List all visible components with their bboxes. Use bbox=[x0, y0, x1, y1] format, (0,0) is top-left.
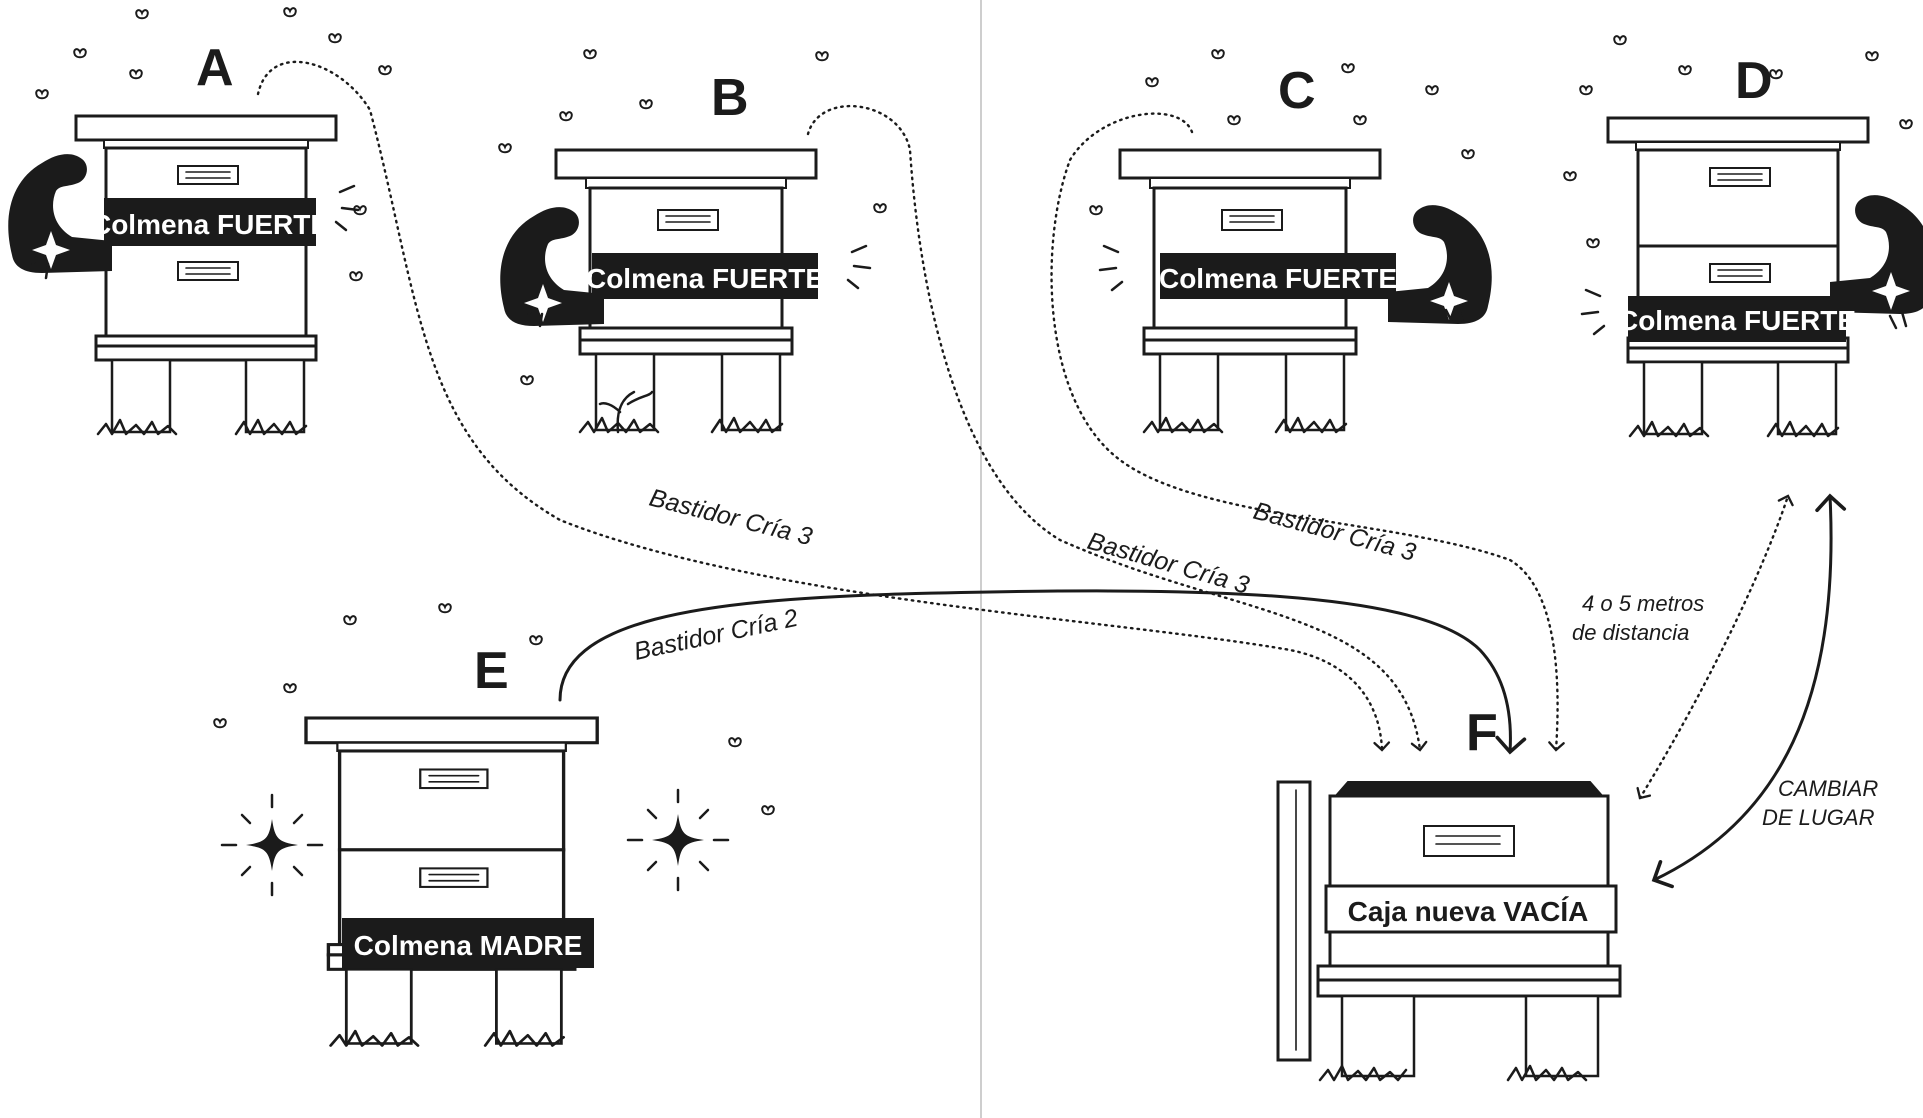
hive-a: A Colmena FUERTE bbox=[8, 39, 360, 436]
swap-arrow bbox=[1651, 493, 1847, 889]
transfer-e-to-f bbox=[558, 589, 1527, 755]
hive-b: B Colmena FUERTE bbox=[500, 69, 872, 434]
hive-c-band-label: Colmena FUERTE bbox=[1159, 263, 1397, 294]
hive-b-band-label: Colmena FUERTE bbox=[586, 263, 824, 294]
hive-e-band-label: Colmena MADRE bbox=[354, 930, 583, 961]
transfer-c-to-f bbox=[1050, 112, 1565, 752]
hive-a-band-label: Colmena FUERTE bbox=[91, 209, 329, 240]
hive-a-band: Colmena FUERTE bbox=[91, 198, 329, 246]
distance-note-line1: 4 o 5 metros bbox=[1582, 591, 1704, 616]
hive-f-band-label: Caja nueva VACÍA bbox=[1348, 896, 1589, 927]
hive-f-letter: F bbox=[1466, 704, 1498, 762]
hive-d: D Colmena FUERTE bbox=[1580, 52, 1923, 438]
hive-e: E Colmena MADRE bbox=[220, 642, 730, 1048]
swap-note-line1: CAMBIAR bbox=[1778, 776, 1878, 801]
transfer-e-label: Bastidor Cría 2 bbox=[631, 604, 800, 666]
hive-d-band: Colmena FUERTE bbox=[1618, 296, 1856, 342]
swap-note-line2: DE LUGAR bbox=[1762, 805, 1875, 830]
hive-b-letter: B bbox=[711, 69, 749, 127]
hive-a-letter: A bbox=[196, 39, 234, 97]
transfer-a-label: Bastidor Cría 3 bbox=[647, 484, 816, 552]
hive-d-band-label: Colmena FUERTE bbox=[1618, 305, 1856, 336]
hive-f: F Caja nueva VACÍA bbox=[1276, 704, 1622, 1082]
hive-e-letter: E bbox=[474, 642, 509, 700]
hive-e-band: Colmena MADRE bbox=[342, 918, 594, 968]
transfer-b-to-f bbox=[806, 104, 1428, 752]
hive-b-band: Colmena FUERTE bbox=[586, 253, 824, 299]
strong-arm-icon bbox=[1388, 205, 1492, 324]
transfer-b-label: Bastidor Cría 3 bbox=[1084, 527, 1252, 600]
hive-d-letter: D bbox=[1735, 52, 1773, 110]
sparkle-icon bbox=[220, 793, 324, 897]
hive-c: C Colmena FUERTE bbox=[1098, 62, 1492, 434]
transfer-a-to-f bbox=[256, 60, 1391, 752]
hive-c-band: Colmena FUERTE bbox=[1159, 253, 1397, 299]
transfer-c-label: Bastidor Cría 3 bbox=[1250, 497, 1418, 567]
hive-f-leaning-lid bbox=[1276, 780, 1312, 1062]
distance-arrow bbox=[1636, 494, 1794, 800]
hive-f-band: Caja nueva VACÍA bbox=[1324, 884, 1618, 934]
hive-c-letter: C bbox=[1278, 62, 1316, 120]
distance-note-line2: de distancia bbox=[1572, 620, 1689, 645]
transfer-arrows bbox=[256, 60, 1565, 755]
sparkle-icon bbox=[626, 788, 730, 892]
